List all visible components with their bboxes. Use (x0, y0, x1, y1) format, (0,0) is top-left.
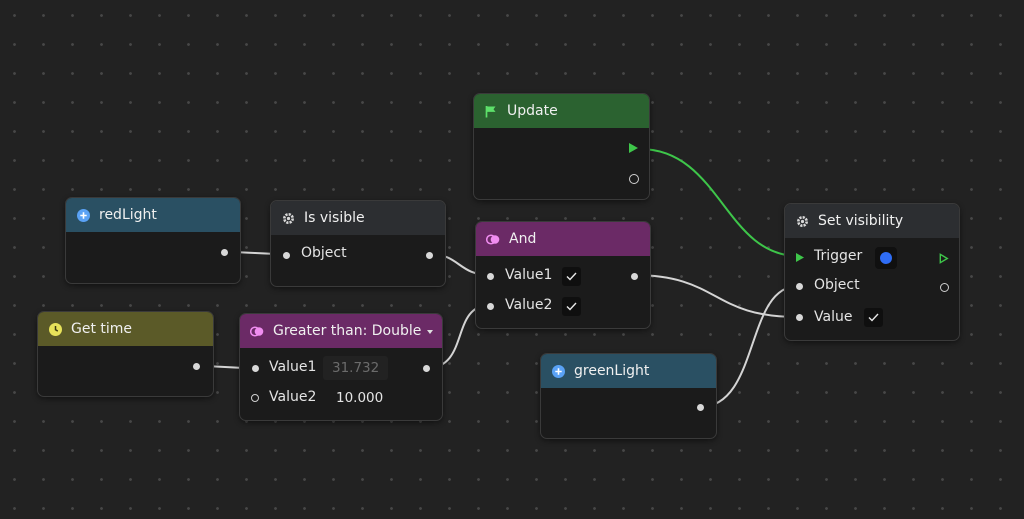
value-label: Value (814, 309, 853, 325)
node-update[interactable]: Update (473, 93, 650, 200)
output-port[interactable] (221, 249, 228, 256)
value2-input-port[interactable] (487, 303, 494, 310)
object-input-port[interactable] (283, 252, 290, 259)
node-set-visibility-header[interactable]: Set visibility (785, 204, 959, 238)
color-swatch-dot (880, 252, 892, 264)
plus-circle-icon (76, 208, 90, 222)
value2-label: Value2 (505, 297, 553, 313)
node-is-visible[interactable]: Is visible Object (270, 200, 446, 287)
output-port[interactable] (631, 273, 638, 280)
node-redlight-header[interactable]: redLight (66, 198, 240, 232)
wire-update-to-setvisibility-trigger (639, 148, 799, 257)
node-greater-than[interactable]: Greater than: Double Value1 31.732 Value… (239, 313, 443, 421)
object-input-port[interactable] (796, 283, 803, 290)
value-input-port[interactable] (796, 314, 803, 321)
clock-icon (48, 322, 62, 336)
object-label: Object (301, 245, 347, 261)
node-title: Is visible (304, 210, 365, 226)
node-title: And (509, 231, 537, 247)
node-greenlight-header[interactable]: greenLight (541, 354, 716, 388)
color-swatch[interactable] (875, 247, 897, 269)
node-title: Set visibility (818, 213, 904, 229)
value1-field: 31.732 (323, 356, 388, 380)
value1-input-port[interactable] (487, 273, 494, 280)
node-greater-than-header[interactable]: Greater than: Double (240, 314, 442, 348)
node-greenlight[interactable]: greenLight (540, 353, 717, 439)
output-port[interactable] (193, 363, 200, 370)
check-icon (566, 272, 577, 281)
object-output-port[interactable] (940, 283, 949, 292)
node-is-visible-header[interactable]: Is visible (271, 201, 445, 235)
check-icon (868, 313, 879, 322)
node-and[interactable]: And Value1 Value2 (475, 221, 651, 329)
node-title: Update (507, 103, 558, 119)
gear-icon (795, 214, 809, 228)
node-title[interactable]: Greater than: Double (273, 323, 422, 339)
secondary-output-port[interactable] (629, 174, 639, 184)
output-port[interactable] (697, 404, 704, 411)
value1-label: Value1 (505, 267, 553, 283)
node-get-time-header[interactable]: Get time (38, 312, 213, 346)
output-port[interactable] (423, 365, 430, 372)
node-title: Get time (71, 321, 133, 337)
node-update-header[interactable]: Update (474, 94, 649, 128)
node-get-time[interactable]: Get time (37, 311, 214, 397)
wire-and-to-setvisibility-value (632, 274, 799, 318)
type-dropdown-caret-icon[interactable] (427, 330, 434, 334)
output-port[interactable] (426, 252, 433, 259)
compare-icon (250, 324, 264, 338)
value1-input-port[interactable] (252, 365, 259, 372)
gear-icon (281, 211, 295, 225)
object-label: Object (814, 277, 860, 293)
compare-icon (486, 232, 500, 246)
value-checkbox[interactable] (864, 308, 883, 327)
value1-label: Value1 (269, 359, 317, 375)
node-redlight[interactable]: redLight (65, 197, 241, 284)
trigger-input-port[interactable] (795, 252, 805, 263)
plus-circle-icon (551, 364, 565, 378)
value2-field[interactable]: 10.000 (336, 390, 384, 406)
node-title: greenLight (574, 363, 650, 379)
node-title: redLight (99, 207, 157, 223)
value2-input-port[interactable] (251, 394, 259, 402)
value1-checkbox[interactable] (562, 267, 581, 286)
flag-icon (484, 104, 498, 118)
exec-output-port[interactable] (628, 142, 639, 154)
node-set-visibility[interactable]: Set visibility Trigger Object Value (784, 203, 960, 341)
trigger-label: Trigger (814, 248, 863, 264)
check-icon (566, 302, 577, 311)
value2-checkbox[interactable] (562, 297, 581, 316)
node-and-header[interactable]: And (476, 222, 650, 256)
exec-output-port[interactable] (939, 253, 949, 264)
value2-label: Value2 (269, 389, 317, 405)
